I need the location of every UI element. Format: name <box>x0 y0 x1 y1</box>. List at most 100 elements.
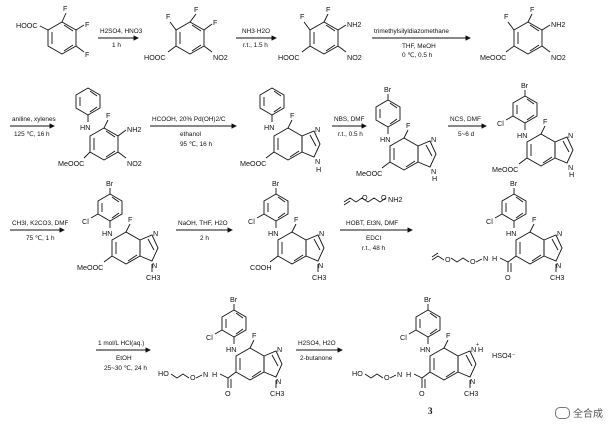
atom-cl: Cl <box>400 333 407 342</box>
atom-hn: HN <box>226 345 236 354</box>
atom-cooh: HOOC <box>144 53 166 62</box>
atom-nh2: NH2 <box>551 20 565 29</box>
reagents-step-3: trimethylsilyldiazomethane <box>374 28 449 35</box>
atom-f: F <box>85 20 90 29</box>
reagents-step-4: aniline, xylenes <box>12 116 56 123</box>
conditions-step-10: r.t., 48 h <box>362 245 386 252</box>
conditions-step-2: r.t., 1.5 h <box>243 42 268 49</box>
atom-f: F <box>166 12 171 21</box>
atom-coome: MeOOC <box>58 159 84 168</box>
atom-n: N <box>277 345 282 354</box>
atom-o: O <box>381 193 387 202</box>
atom-ho: HO <box>158 369 169 378</box>
solvent-step-3: THF, MeOH <box>402 43 436 50</box>
atom-f: F <box>504 12 509 21</box>
atom-n: N <box>203 370 208 379</box>
atom-h: H <box>212 370 217 379</box>
reagents-step-1: H2SO4, HNO3 <box>100 28 143 35</box>
wechat-icon <box>555 406 570 419</box>
conditions-step-4: 125 ℃, 16 h <box>14 131 50 138</box>
compound-n-methyl-acid: Br Cl HN F N N CH3 COOH <box>248 179 326 282</box>
conditions-step-1: 1 h <box>112 42 121 49</box>
atom-br: Br <box>384 85 392 94</box>
atom-coome: MeOOC <box>77 263 103 272</box>
atom-br: Br <box>424 295 432 304</box>
conditions-step-11: 25~30 ℃, 24 h <box>104 365 147 372</box>
atom-cl: Cl <box>486 217 493 226</box>
atom-n: N <box>483 254 488 263</box>
compound-hydroxyethoxy-hydroxamate: Br Cl HN F N N CH3 O H N O HO <box>158 295 284 398</box>
atom-coome: MeOOC <box>480 53 506 62</box>
atom-f: F <box>532 215 537 224</box>
atom-nh2: NH2 <box>388 195 402 204</box>
atom-ch3: CH3 <box>270 389 284 398</box>
atom-hn: HN <box>80 123 90 132</box>
atom-o: O <box>470 257 476 266</box>
atom-h: H <box>478 345 483 354</box>
conditions-step-8: 75 ℃, 1 h <box>26 235 55 242</box>
atom-f: F <box>543 117 548 126</box>
atom-f: F <box>326 5 331 14</box>
reagents-step-6: NBS, DMF <box>334 116 365 123</box>
atom-coome: MeOOC <box>492 165 518 174</box>
solvent-step-5: ethanol <box>180 131 201 138</box>
atom-cl: Cl <box>497 119 504 128</box>
atom-no2: NO2 <box>347 53 362 62</box>
atom-hn: HN <box>268 229 278 238</box>
solvent-step-12: 2-butanone <box>300 355 333 362</box>
atom-f: F <box>446 331 451 340</box>
reagents-step-8: CH3I, K2CO3, DMF <box>12 220 69 227</box>
compound-bromo-benzimidazole: Br HN F N N H MeOOC <box>356 85 437 183</box>
atom-nh: N <box>568 163 573 172</box>
atom-n: N <box>276 377 281 386</box>
atom-hn: HN <box>380 135 390 144</box>
atom-nh2: NH2 <box>347 20 361 29</box>
atom-f: F <box>213 18 218 27</box>
atom-cooh: COOH <box>250 263 272 272</box>
conditions-step-7: 5~6 d <box>458 131 475 138</box>
watermark: 全合成 <box>555 405 603 420</box>
atom-nh2: NH2 <box>127 125 141 134</box>
atom-ch3: CH3 <box>550 273 564 282</box>
atom-o: O <box>225 389 231 398</box>
atom-no2: NO2 <box>127 159 142 168</box>
atom-hn: HN <box>102 229 112 238</box>
compound-vinyl-ether-hydroxamate: Br Cl HN F N N CH3 O H N O O <box>431 179 564 282</box>
atom-hn: HN <box>264 123 274 132</box>
compound-nitro-trifluorobenzoic-acid: F F F HOOC NO2 <box>144 5 228 62</box>
atom-f: F <box>63 4 68 13</box>
atom-no2: NO2 <box>551 53 566 62</box>
atom-hn: H <box>492 254 497 263</box>
atom-n: N <box>557 229 562 238</box>
solvent-step-11: EtOH <box>116 355 132 362</box>
compound-amino-difluoro-nitrobenzoic-acid: F F NH2 HOOC NO2 <box>278 5 362 62</box>
atom-n: N <box>319 229 324 238</box>
compound-benzimidazole-ester: HN F N N H MeOOC <box>240 87 321 174</box>
atom-h: H <box>406 370 411 379</box>
atom-br: Br <box>272 179 280 188</box>
plus-charge: + <box>476 342 479 348</box>
atom-n: N <box>431 135 436 144</box>
reagents-step-2: NH3·H2O <box>242 28 270 35</box>
compound-methyl-ester-nitro: F F NH2 MeOOC NO2 <box>480 5 566 62</box>
atom-ch3: CH3 <box>146 273 160 282</box>
atom-f: F <box>290 111 295 120</box>
atom-o: O <box>505 273 511 282</box>
reagent2-step-10: EDCI <box>366 235 381 242</box>
atom-n: N <box>318 261 323 270</box>
atom-o: O <box>190 373 196 382</box>
atom-n: N <box>470 377 475 386</box>
atom-n: N <box>397 370 402 379</box>
atom-f: F <box>530 5 535 14</box>
atom-br: Br <box>521 81 529 90</box>
atom-o: O <box>445 255 451 264</box>
reagents-step-9: NaOH, THF, H2O <box>178 220 228 227</box>
atom-f: F <box>300 12 305 21</box>
compound-trifluorobenzoic-acid: F F F HOOC <box>16 4 90 59</box>
atom-o: O <box>419 389 425 398</box>
atom-nh: N <box>315 157 320 166</box>
reagents-step-7: NCS, DMF <box>450 116 481 123</box>
compound-3-hydrogen-sulfate-salt: Br Cl HN F N + H N CH3 O H N O HO HSO4⁻ <box>352 295 516 398</box>
atom-f: F <box>406 121 411 130</box>
atom-n: N <box>556 261 561 270</box>
